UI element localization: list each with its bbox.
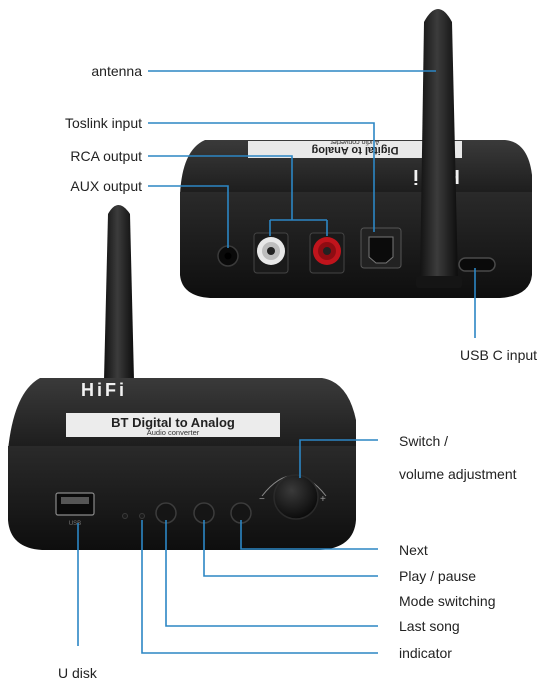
indicator-led-2 xyxy=(139,513,145,519)
toslink-port xyxy=(360,227,402,269)
front-antenna xyxy=(104,205,134,380)
front-device-body xyxy=(8,446,356,550)
knob-plus-mark: + xyxy=(320,494,326,505)
indicator-led-1 xyxy=(122,513,128,519)
callout-labels: antenna Toslink input RCA output AUX out… xyxy=(58,63,537,681)
label-toslink-input: Toslink input xyxy=(65,115,142,131)
front-device: HiFi BT Digital to Analog Audio converte… xyxy=(8,205,356,550)
front-brand: HiFi xyxy=(81,380,127,400)
label-mode-switching: Mode switching xyxy=(399,593,496,609)
label-volume-adjustment: volume adjustment xyxy=(399,466,517,482)
label-indicator: indicator xyxy=(399,645,452,661)
usb-port xyxy=(55,492,95,516)
label-last-song: Last song xyxy=(399,618,460,634)
label-antenna: antenna xyxy=(91,63,142,79)
usb-c-port xyxy=(458,257,496,272)
leader-lines xyxy=(77,70,476,654)
back-device: Digital to Analog Audio converter HiFi xyxy=(180,9,532,298)
volume-knob[interactable]: − + xyxy=(259,474,327,520)
back-panel-subtitle: Audio converter xyxy=(330,138,380,145)
label-u-disk: U disk xyxy=(58,665,98,681)
label-play-pause: Play / pause xyxy=(399,568,476,584)
rca-red-jack xyxy=(309,232,345,274)
back-panel-title: Digital to Analog xyxy=(312,144,399,156)
usb-port-label: USB xyxy=(69,521,81,527)
back-antenna xyxy=(420,9,458,282)
front-panel-title: BT Digital to Analog xyxy=(111,415,235,430)
label-usb-c-input: USB C input xyxy=(460,347,537,363)
front-panel-subtitle: Audio converter xyxy=(147,428,200,437)
label-rca-output: RCA output xyxy=(70,148,142,164)
back-label-panel xyxy=(248,141,462,158)
label-next: Next xyxy=(399,542,428,558)
rca-white-jack xyxy=(253,232,289,274)
label-switch: Switch / xyxy=(399,433,448,449)
label-aux-output: AUX output xyxy=(70,178,142,194)
knob-minus-mark: − xyxy=(259,494,265,505)
front-label-panel xyxy=(66,413,280,437)
back-device-body xyxy=(180,192,532,298)
